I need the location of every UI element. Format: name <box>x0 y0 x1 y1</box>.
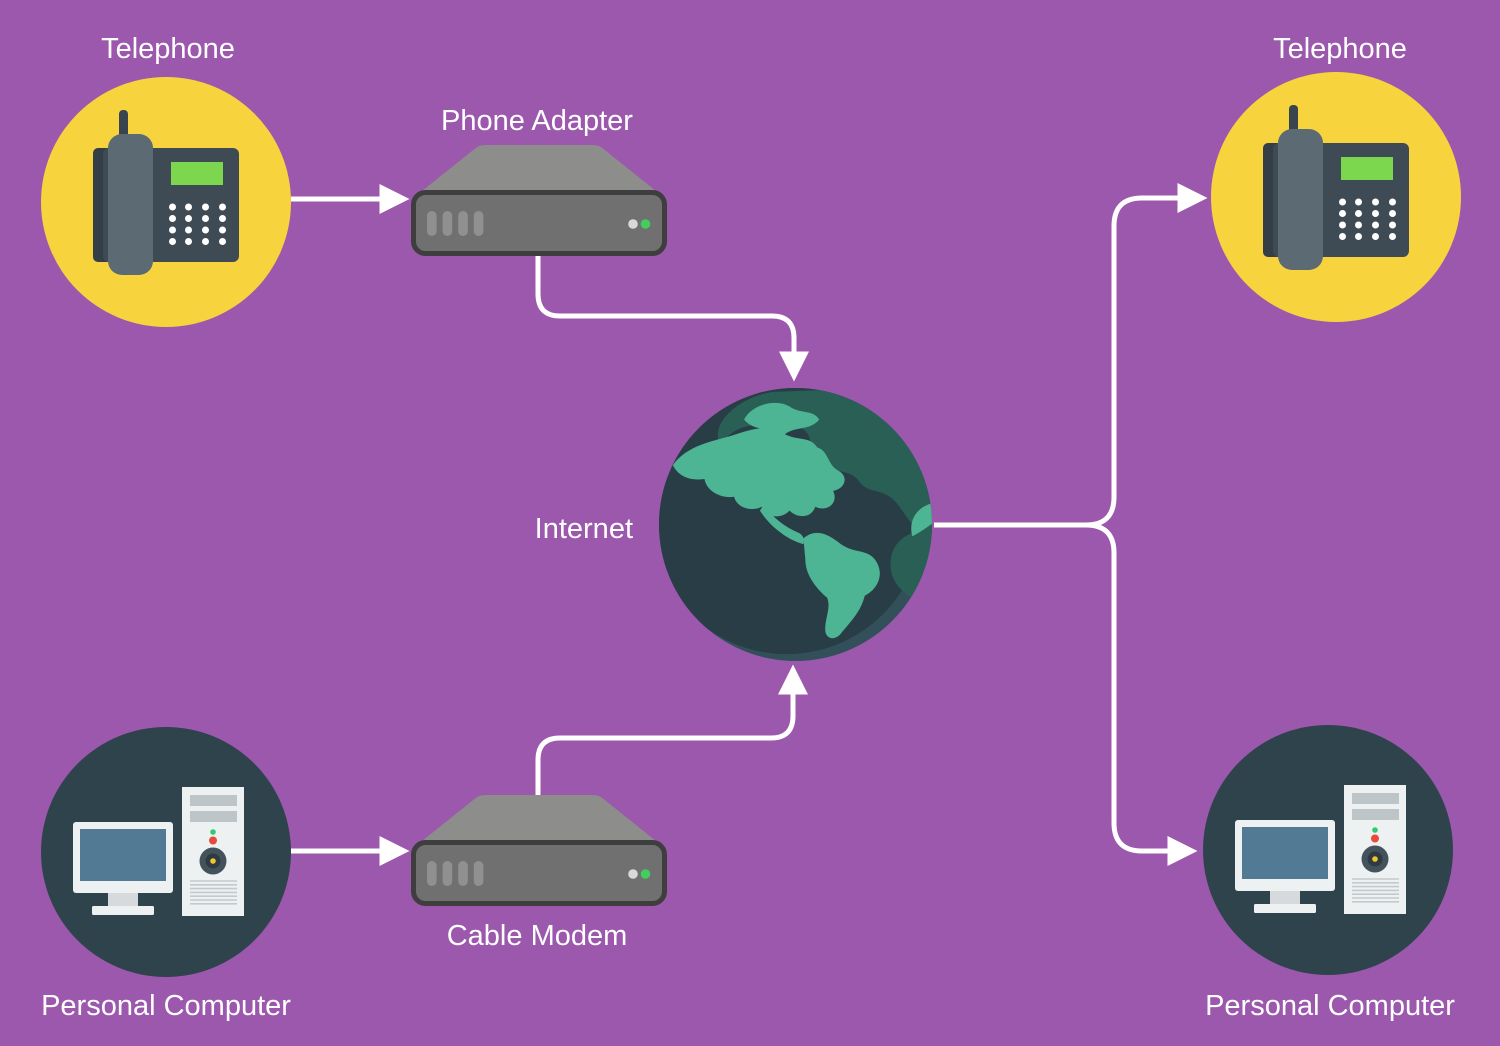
network-device-icon <box>411 795 667 907</box>
telephone-right-node[interactable] <box>1211 72 1461 322</box>
internet-label: Internet <box>534 513 633 545</box>
connector-internet-to-telephone-right[interactable] <box>934 183 1208 528</box>
phone-adapter-node[interactable] <box>411 145 667 257</box>
telephone-right-label: Telephone <box>1273 33 1407 65</box>
telephone-left-label: Telephone <box>101 33 235 65</box>
phone-adapter-label: Phone Adapter <box>441 105 633 137</box>
desktop-computer-icon <box>41 727 291 977</box>
desktop-computer-icon <box>1203 725 1453 975</box>
telephone-left-node[interactable] <box>41 77 291 327</box>
connector-phone-adapter-to-internet[interactable] <box>535 250 809 382</box>
desk-telephone-icon <box>41 77 291 327</box>
pc-right-label: Personal Computer <box>1205 990 1455 1022</box>
pc-left-label: Personal Computer <box>41 990 291 1022</box>
connector-internet-to-pc-right[interactable] <box>1085 522 1198 866</box>
desk-telephone-icon <box>1211 72 1461 322</box>
network-device-icon <box>411 145 667 257</box>
cable-modem-node[interactable] <box>411 795 667 907</box>
globe-icon <box>657 386 934 663</box>
pc-right-node[interactable] <box>1203 725 1453 975</box>
internet-node[interactable] <box>657 386 934 663</box>
cable-modem-label: Cable Modem <box>446 920 628 952</box>
connector-cable-modem-to-internet[interactable] <box>535 664 808 798</box>
pc-left-node[interactable] <box>41 727 291 977</box>
